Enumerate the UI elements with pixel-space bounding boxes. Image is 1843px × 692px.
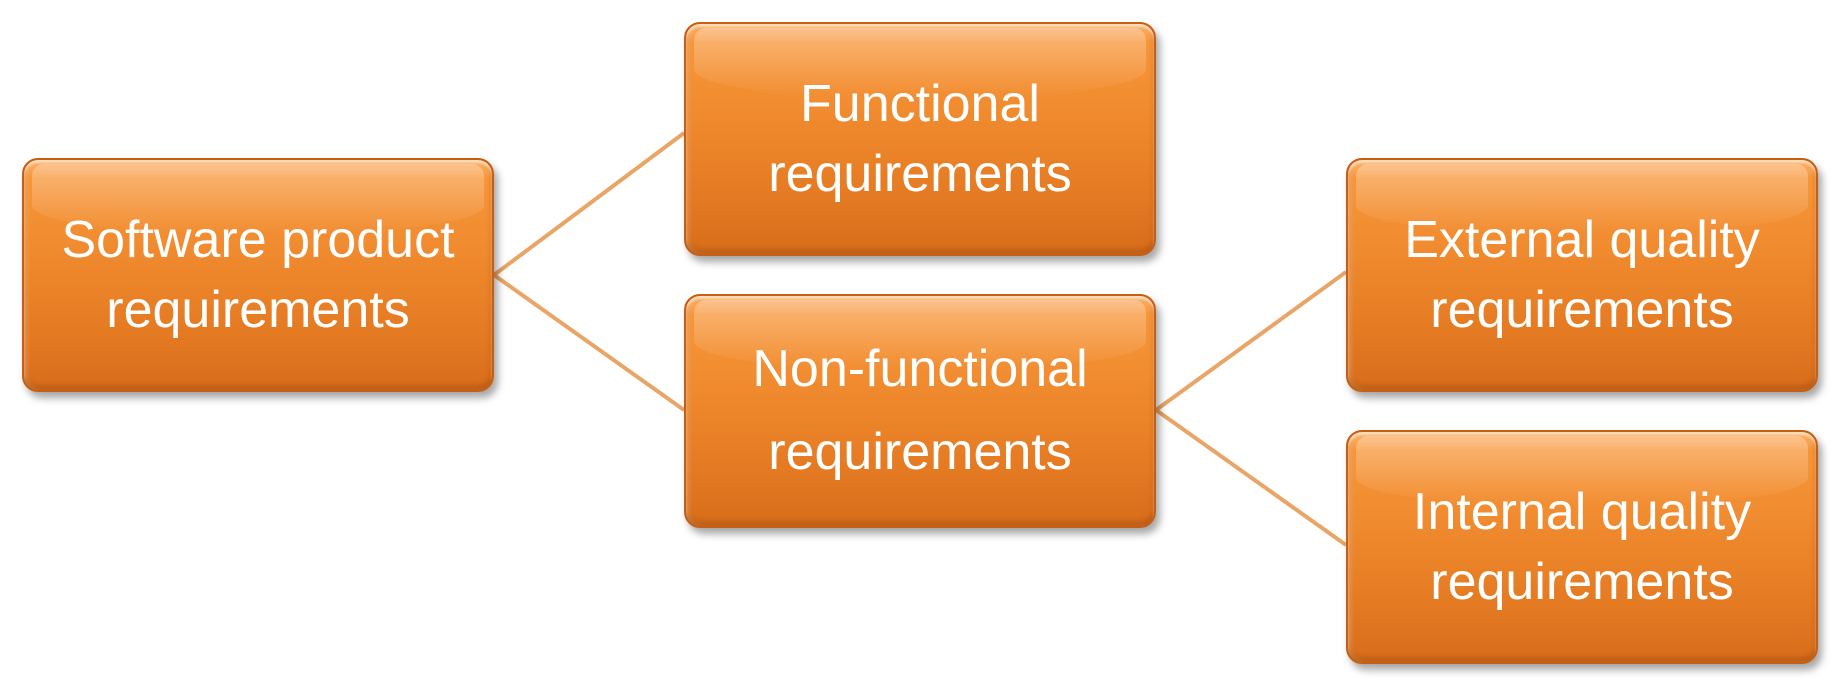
connector-nonfunctional-to-internal	[1154, 408, 1348, 547]
node-label-line1: Software product	[61, 210, 455, 269]
node-label-line2: requirements	[106, 281, 410, 339]
node-label: Software product requirements	[61, 205, 454, 345]
connector-nonfunctional-to-external	[1154, 270, 1348, 412]
node-software-product-requirements: Software product requirements	[22, 158, 494, 392]
node-label: Internal quality requirements	[1413, 477, 1751, 617]
node-non-functional-requirements: Non-functional requirements	[684, 294, 1156, 528]
node-label-line2: requirements	[768, 145, 1072, 203]
node-label-line1: Functional	[800, 74, 1040, 133]
node-label: External quality requirements	[1404, 205, 1760, 345]
node-external-quality-requirements: External quality requirements	[1346, 158, 1818, 392]
node-internal-quality-requirements: Internal quality requirements	[1346, 430, 1818, 664]
node-label-line1: Non-functional	[752, 339, 1088, 398]
node-label: Functional requirements	[768, 69, 1071, 209]
connector-root-to-nonfunctional	[492, 273, 686, 412]
node-label-line2: requirements	[1430, 281, 1734, 339]
node-functional-requirements: Functional requirements	[684, 22, 1156, 256]
node-label-line2: requirements	[768, 423, 1072, 481]
connector-root-to-functional	[492, 131, 686, 277]
node-label-line1: Internal quality	[1412, 482, 1752, 541]
node-label: Non-functional requirements	[752, 328, 1087, 494]
node-label-line2: requirements	[1430, 553, 1734, 611]
node-label-line1: External quality	[1404, 210, 1760, 269]
